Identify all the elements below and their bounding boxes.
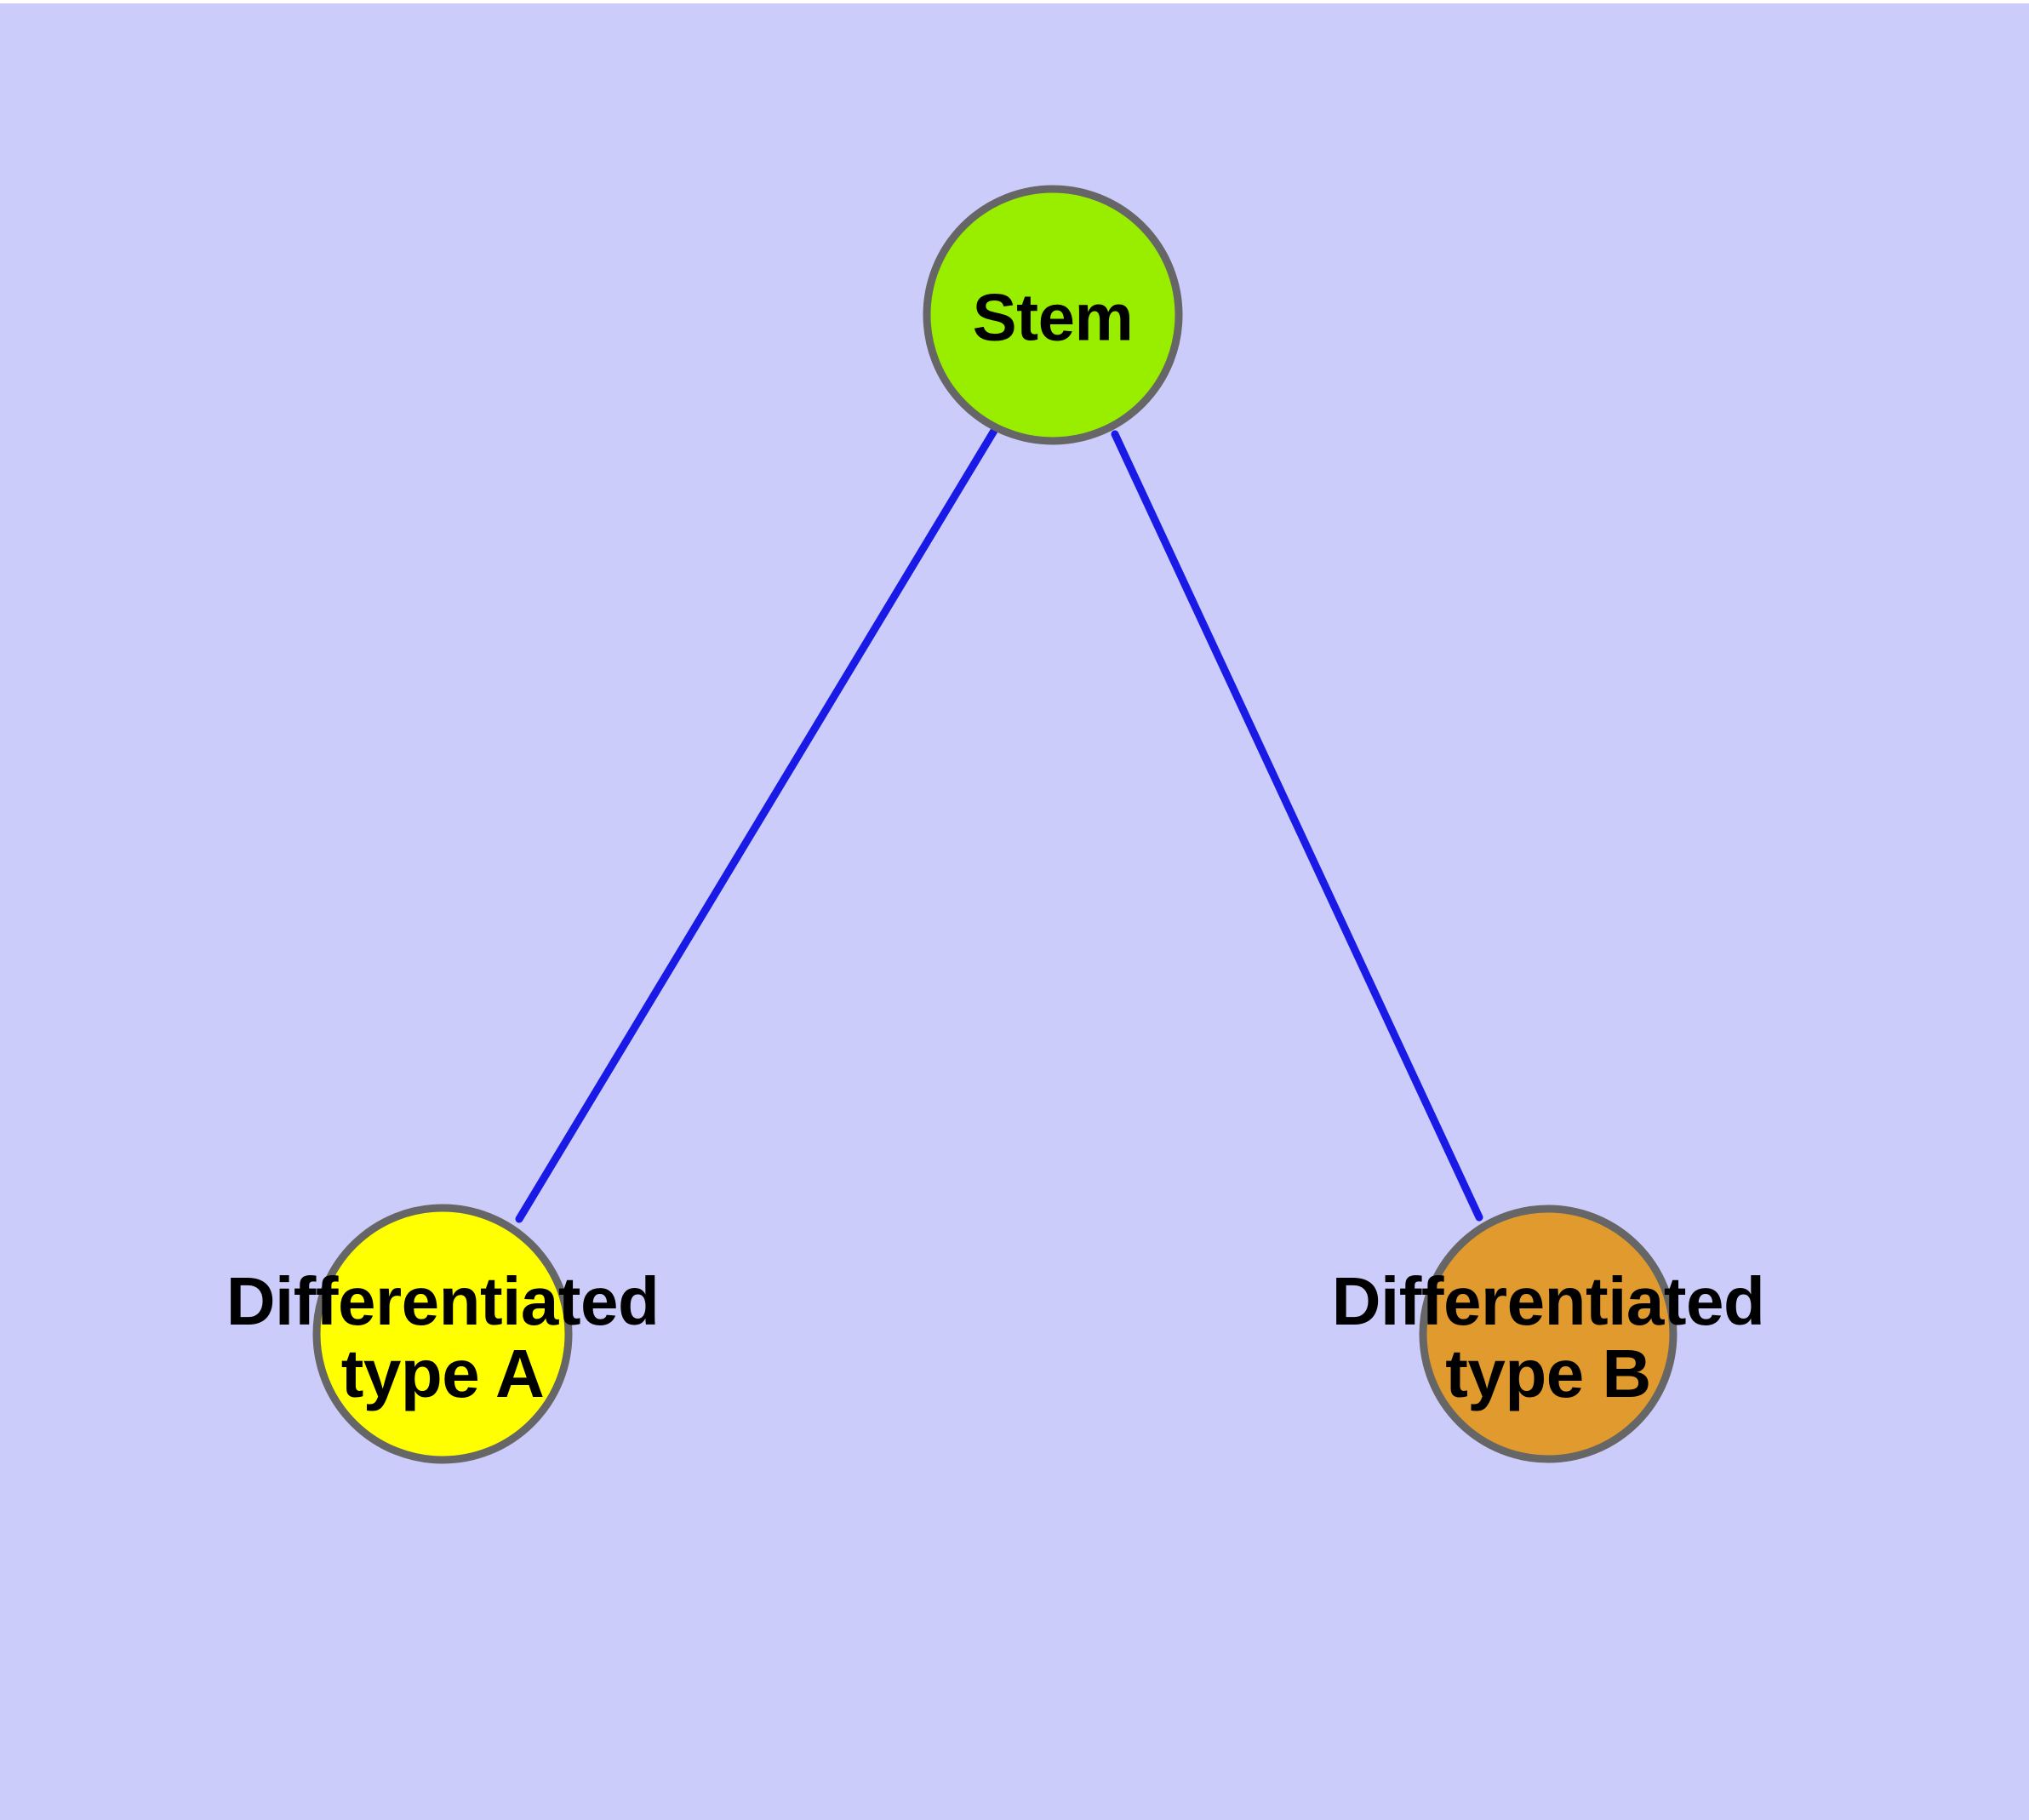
node-differentiated-type-a[interactable]	[312, 1204, 573, 1464]
edge-stem-to-differentiated-type-b	[1111, 430, 1483, 1222]
node-stem[interactable]	[923, 185, 1183, 445]
node-differentiated-type-b[interactable]	[1419, 1205, 1677, 1463]
nodes-group	[312, 185, 1677, 1464]
edge-stem-to-differentiated-type-a	[515, 426, 998, 1223]
edges-group	[515, 426, 1483, 1223]
